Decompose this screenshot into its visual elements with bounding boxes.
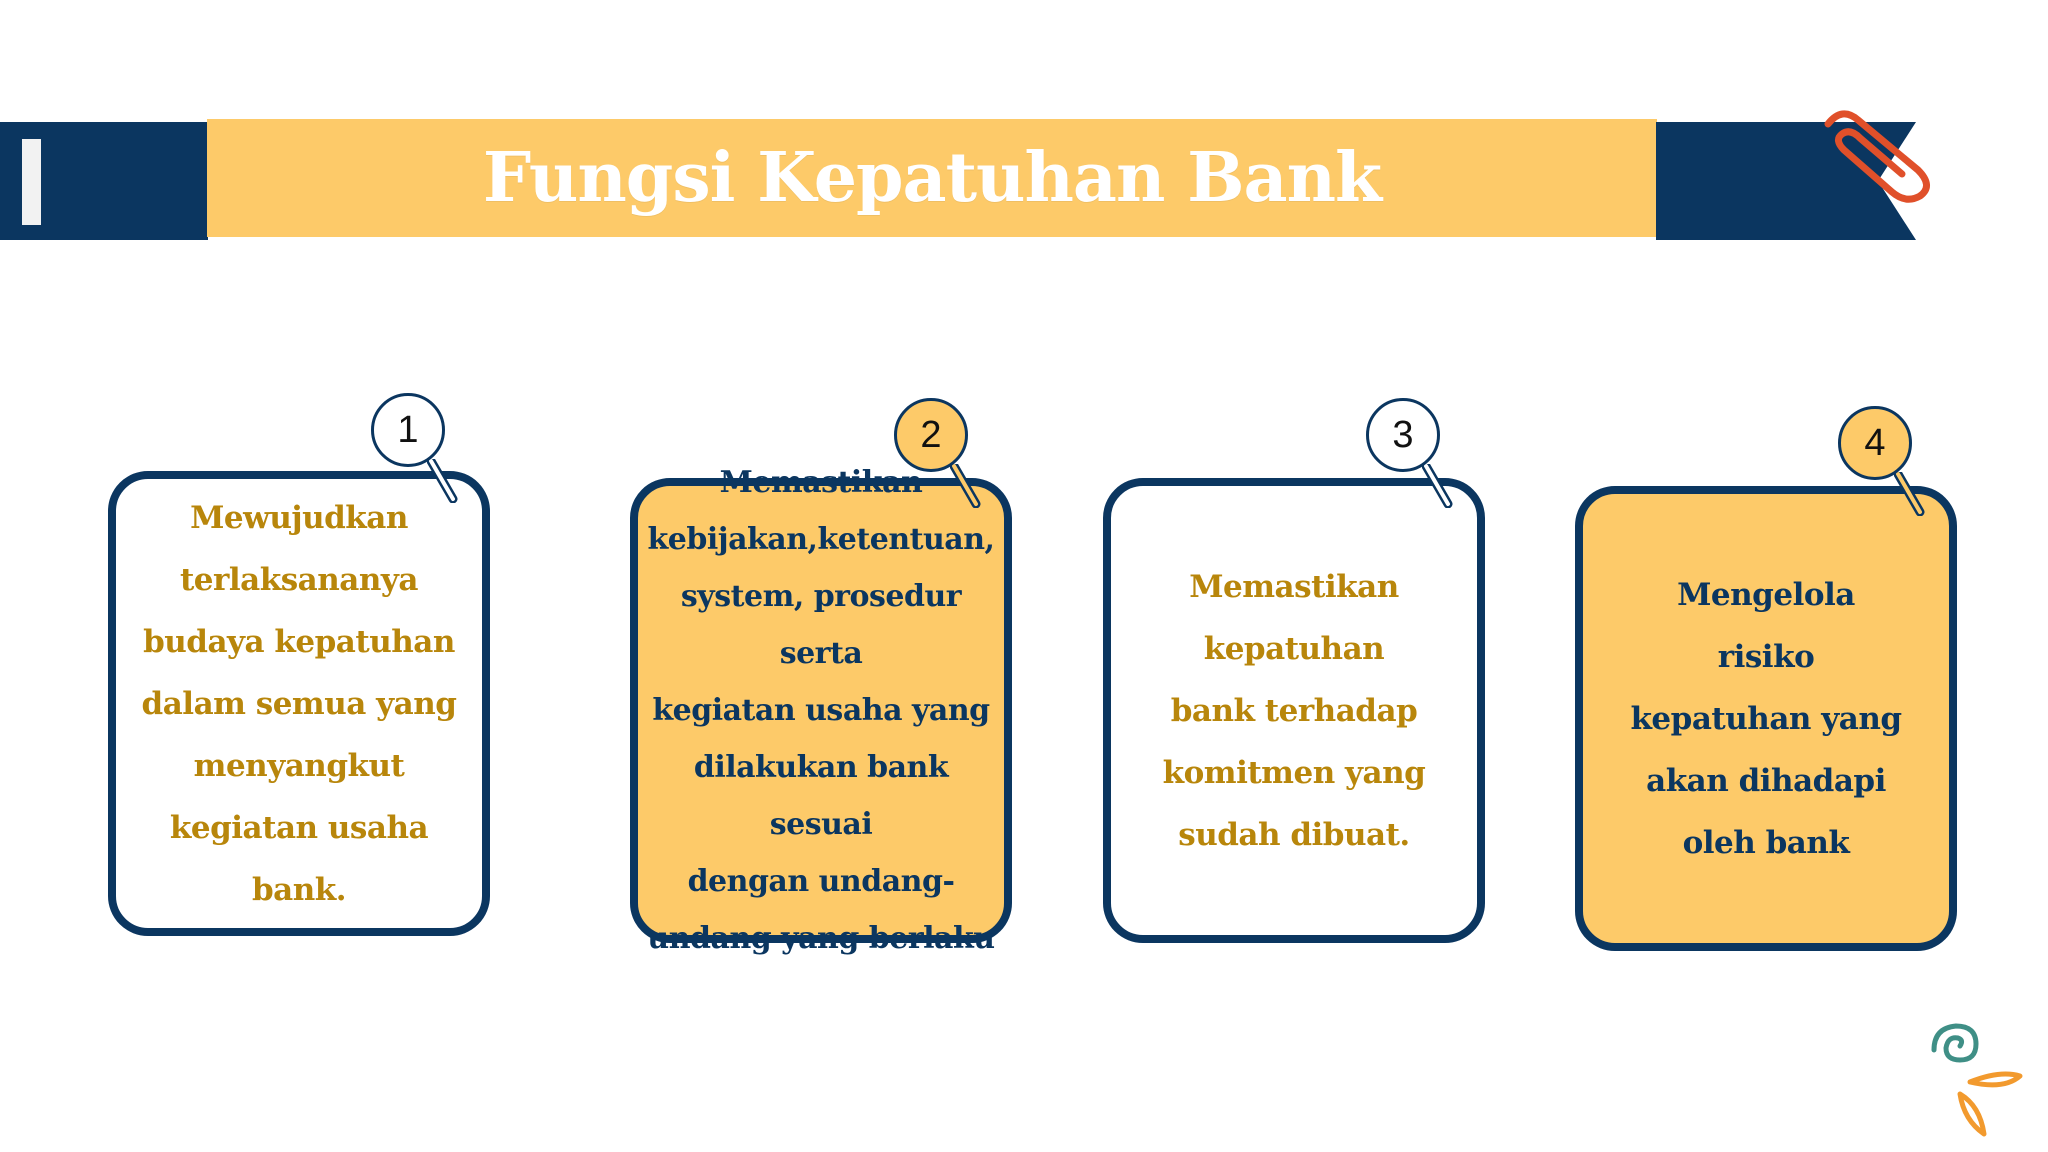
title-banner: Fungsi Kepatuhan Bank — [207, 119, 1657, 237]
number-badge: 1 — [371, 393, 445, 467]
function-card-text: Mengelola risiko kepatuhan yang akan dih… — [1630, 576, 1902, 861]
function-card-2: Memastikan kebijakan,ketentuan, system, … — [630, 465, 1012, 956]
magnifier-handle-icon — [950, 464, 981, 508]
magnifier-handle-icon — [427, 459, 458, 503]
number-badge: 3 — [1366, 398, 1440, 472]
number-marker-4: 4 — [1838, 406, 1928, 516]
number-badge: 4 — [1838, 406, 1912, 480]
swirl-doodle-icon — [1931, 1023, 2023, 1137]
banner-accent-bar — [22, 139, 41, 225]
function-card-text: Memastikan kepatuhan bank terhadap komit… — [1162, 568, 1426, 853]
number-badge: 2 — [894, 398, 968, 472]
function-card-text: Memastikan kebijakan,ketentuan, system, … — [647, 465, 995, 956]
function-card-1: Mewujudkan terlaksananya budaya kepatuha… — [108, 471, 490, 936]
function-card-4: Mengelola risiko kepatuhan yang akan dih… — [1575, 486, 1957, 951]
page-title: Fungsi Kepatuhan Bank — [482, 138, 1382, 218]
number-marker-3: 3 — [1366, 398, 1456, 508]
function-card-text: Mewujudkan terlaksananya budaya kepatuha… — [141, 499, 457, 908]
magnifier-handle-icon — [1422, 464, 1453, 508]
number-marker-2: 2 — [894, 398, 984, 508]
paperclip-icon — [1824, 110, 1930, 203]
number-marker-1: 1 — [371, 393, 461, 503]
magnifier-handle-icon — [1894, 472, 1925, 516]
function-card-3: Memastikan kepatuhan bank terhadap komit… — [1103, 478, 1485, 943]
